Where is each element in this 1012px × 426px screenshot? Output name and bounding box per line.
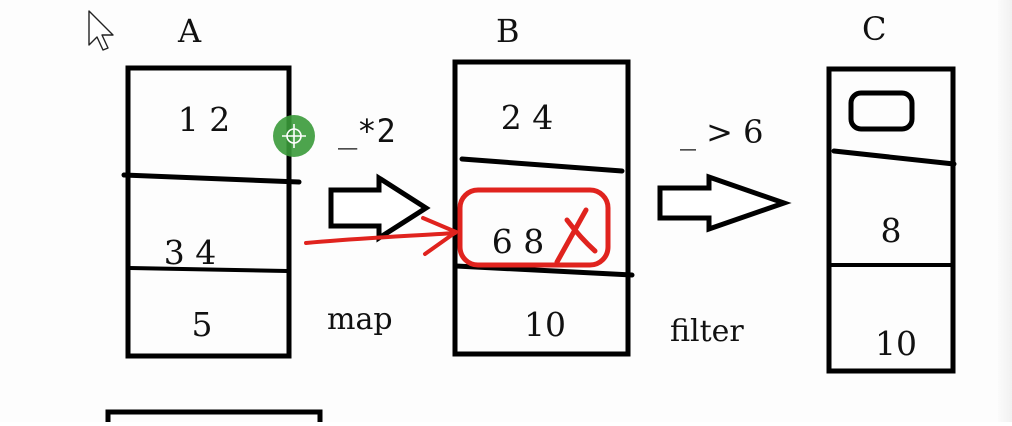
map-function-label: _*2 <box>338 112 396 150</box>
column-c-cell-1: 8 <box>881 211 902 250</box>
column-b-cell-3: 10 <box>524 305 566 344</box>
column-a-cell-1: 1 2 <box>178 100 230 139</box>
column-c-divider-1 <box>831 148 957 167</box>
map-name-label: map <box>327 302 393 337</box>
column-c-cell-2: 10 <box>875 324 917 363</box>
column-b-box <box>452 59 631 357</box>
column-a-divider-1 <box>121 172 302 185</box>
column-c-box <box>826 66 956 374</box>
crosshair-icon <box>273 115 315 157</box>
column-b-cell-2: 6 8 <box>492 222 544 261</box>
filter-name-label: filter <box>670 314 744 349</box>
red-pointer-arrowhead <box>421 216 458 256</box>
column-c-label: C <box>862 10 886 48</box>
column-a: A 1 2 3 4 5 <box>121 12 302 359</box>
column-b: B 2 4 6 8 10 <box>452 12 635 357</box>
red-highlight-box <box>457 187 611 268</box>
column-b-label: B <box>496 12 520 50</box>
right-arrow-icon <box>328 173 431 243</box>
column-b-divider-1 <box>459 156 625 174</box>
column-b-cell-1: 2 4 <box>501 98 553 137</box>
cross-mark-icon <box>554 207 598 265</box>
red-annotations <box>304 187 611 268</box>
partial-box-bottom <box>105 409 323 422</box>
column-a-cell-2: 3 4 <box>164 233 216 272</box>
cursor-arrow-icon <box>88 10 114 51</box>
column-c: C 8 10 <box>826 10 957 374</box>
column-a-label: A <box>177 12 202 50</box>
red-pointer-line <box>304 231 457 245</box>
filter-operation: _ > 6 filter <box>657 113 792 349</box>
column-a-divider-2 <box>128 266 289 273</box>
right-arrow-icon <box>657 173 792 233</box>
column-c-empty-slot <box>848 90 915 132</box>
column-a-cell-3: 5 <box>192 305 213 344</box>
right-edge-shade <box>998 0 1012 422</box>
column-a-box <box>125 65 292 359</box>
filter-function-label: _ > 6 <box>680 113 764 151</box>
map-operation: _*2 map <box>327 112 431 337</box>
